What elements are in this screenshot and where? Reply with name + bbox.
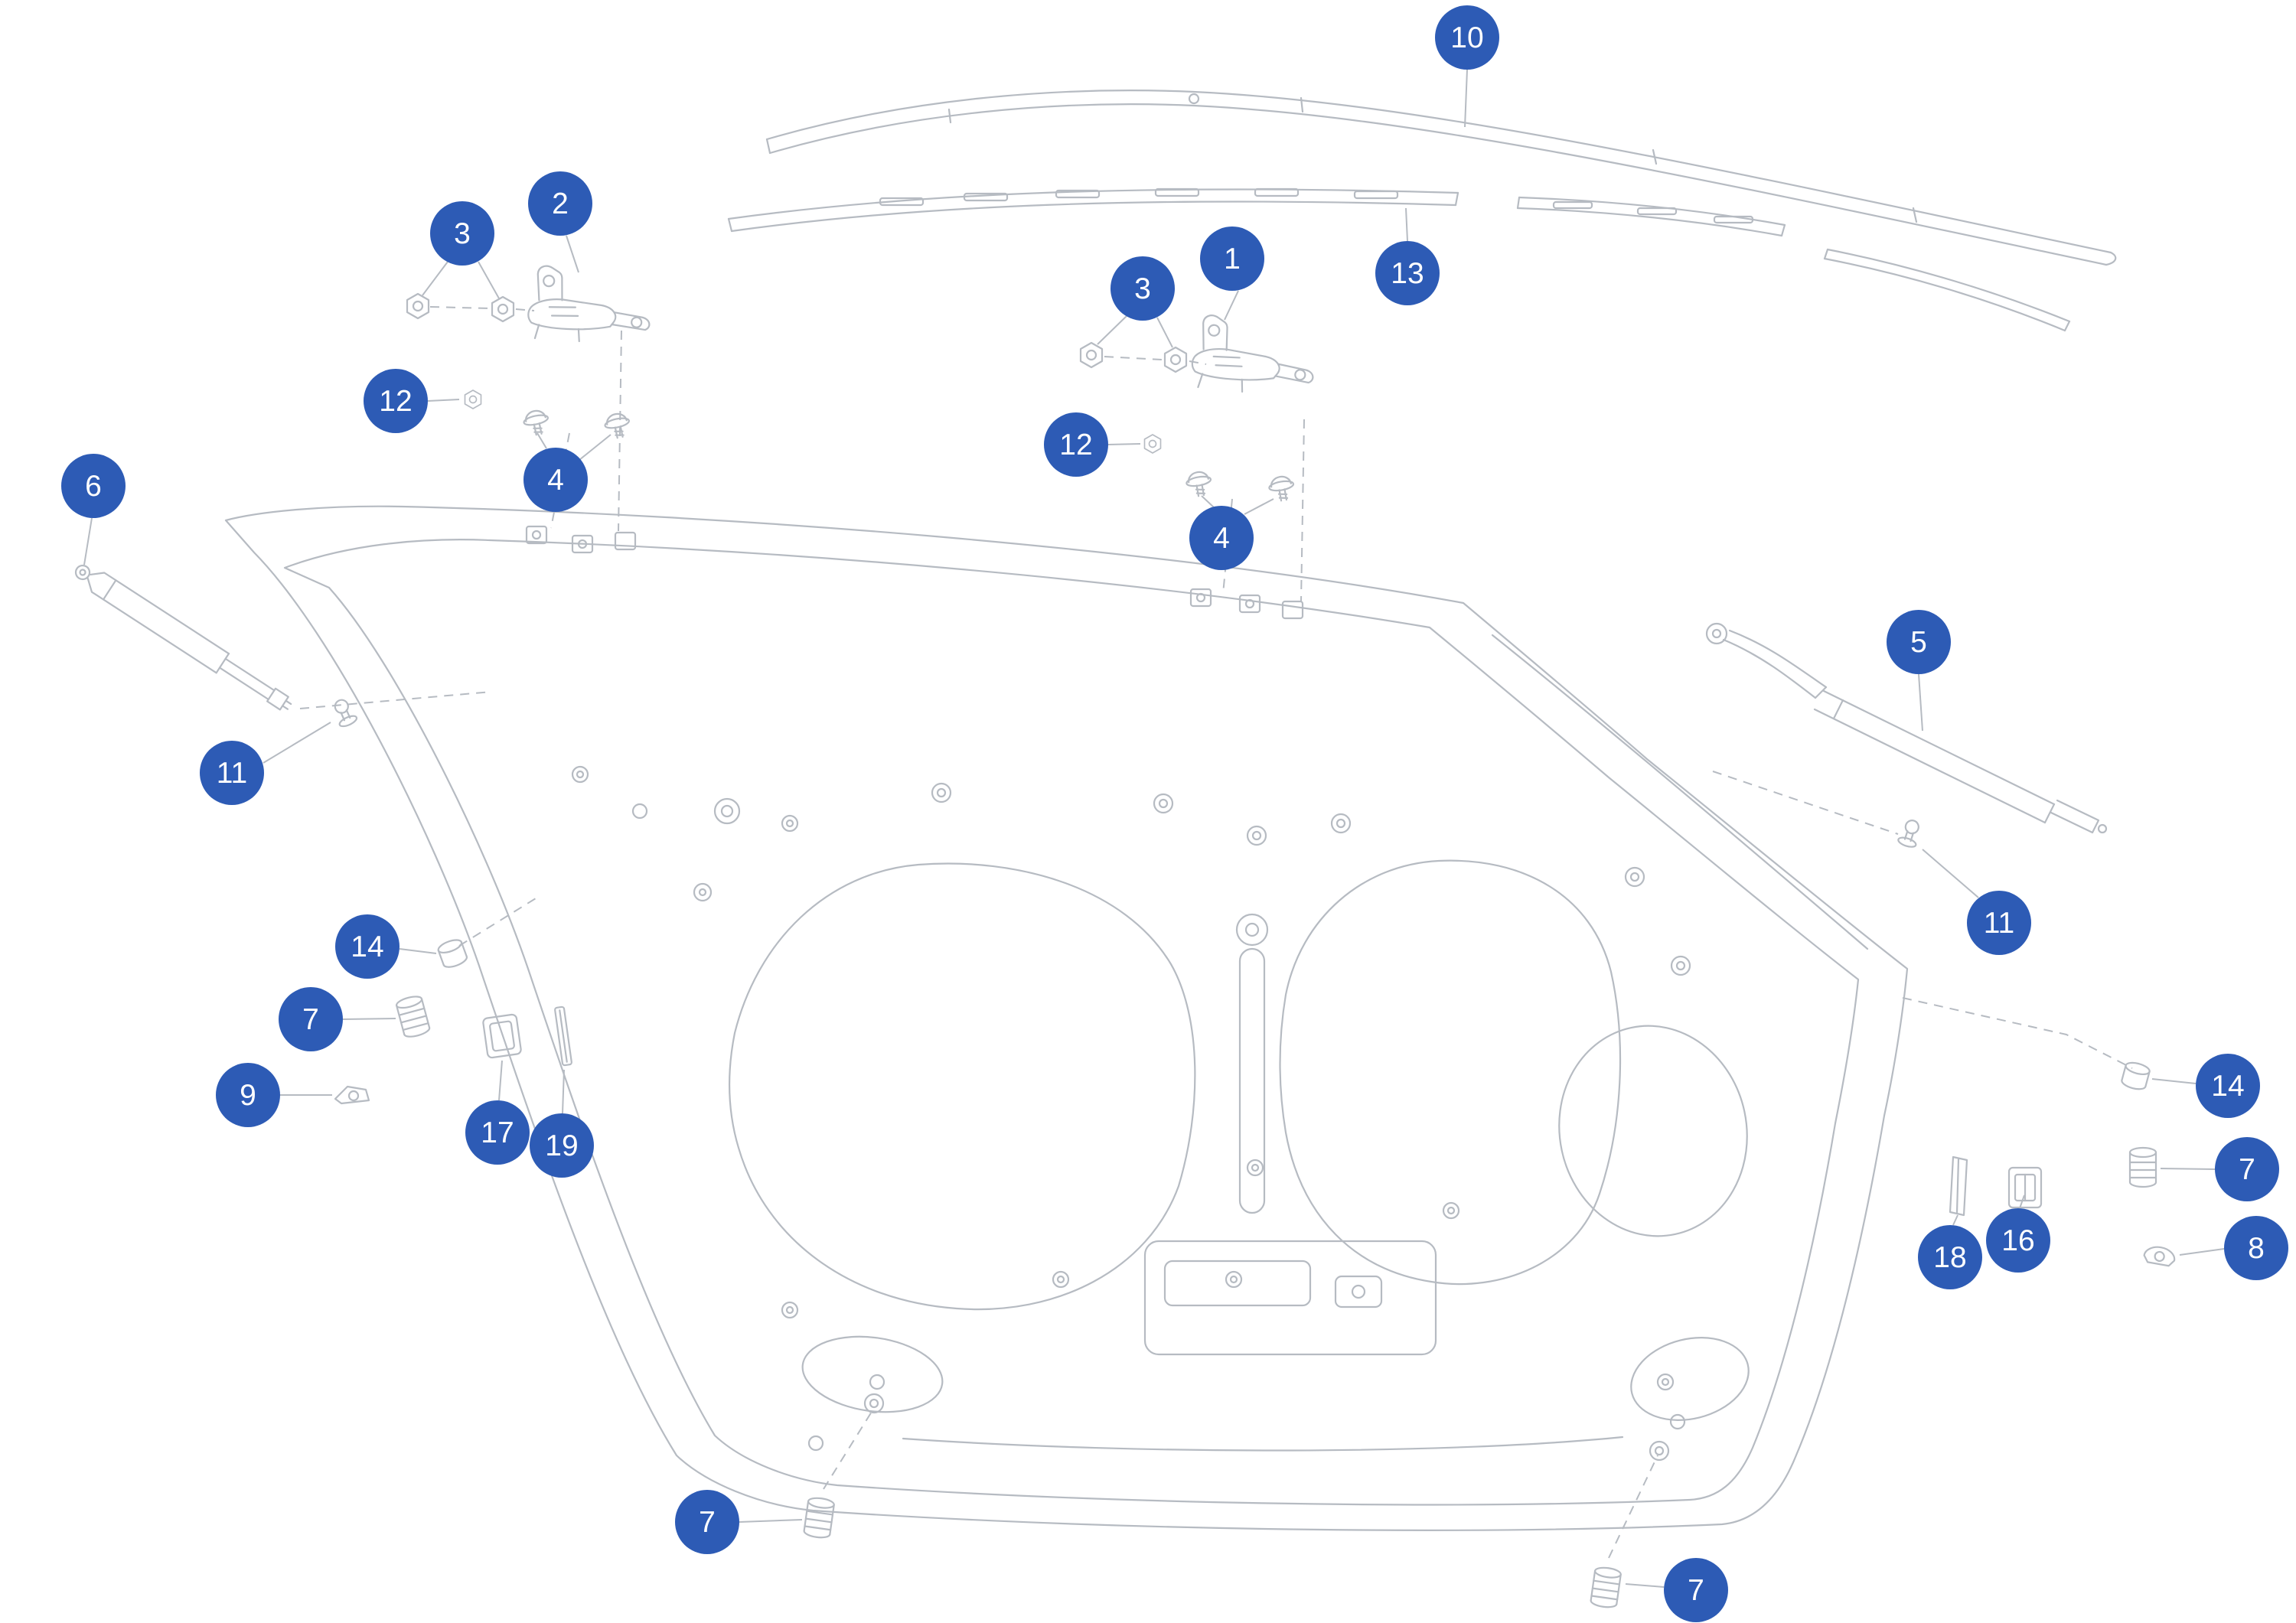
plate-left bbox=[482, 1013, 522, 1059]
callout-badge-18-22[interactable]: 18 bbox=[1918, 1225, 1982, 1289]
strip-left bbox=[554, 1005, 572, 1067]
part-number-label: 16 bbox=[2001, 1224, 2035, 1257]
wedge-right bbox=[1949, 1155, 1968, 1217]
part-number-label: 6 bbox=[85, 469, 102, 503]
gas-strut-left bbox=[74, 564, 292, 711]
part-number-label: 11 bbox=[216, 756, 248, 790]
callout-badge-12-6[interactable]: 12 bbox=[364, 369, 428, 433]
liftgate-panel bbox=[224, 505, 1909, 1531]
callout-badge-17-17[interactable]: 17 bbox=[465, 1100, 530, 1165]
part-number-label: 10 bbox=[1450, 21, 1484, 54]
callout-badge-1-3[interactable]: 1 bbox=[1200, 227, 1264, 291]
callout-badge-7-20[interactable]: 7 bbox=[2215, 1137, 2279, 1201]
callout-badge-4-7[interactable]: 4 bbox=[523, 448, 588, 512]
part-number-label: 8 bbox=[2248, 1231, 2265, 1265]
part-number-label: 7 bbox=[2239, 1152, 2255, 1186]
part-number-label: 7 bbox=[1688, 1573, 1704, 1607]
part-number-label: 18 bbox=[1933, 1240, 1967, 1274]
callout-badge-12-8[interactable]: 12 bbox=[1044, 412, 1108, 477]
part-number-label: 12 bbox=[1059, 428, 1093, 461]
callout-badge-11-12[interactable]: 11 bbox=[200, 741, 264, 805]
callout-badge-7-15[interactable]: 7 bbox=[279, 987, 343, 1051]
part-number-label: 14 bbox=[351, 930, 384, 963]
part-number-label: 7 bbox=[699, 1505, 716, 1539]
clip-right bbox=[2143, 1246, 2176, 1267]
part-number-label: 7 bbox=[302, 1002, 319, 1036]
callout-badge-16-21[interactable]: 16 bbox=[1986, 1208, 2050, 1273]
callout-badge-10-0[interactable]: 10 bbox=[1435, 5, 1499, 70]
grommet-right bbox=[2007, 1166, 2043, 1209]
part-number-label: 12 bbox=[379, 384, 413, 418]
dashed-reference-lines bbox=[299, 306, 2133, 1559]
roof-applique-strip bbox=[765, 90, 2117, 266]
part-number-label: 14 bbox=[2211, 1069, 2245, 1103]
part-number-label: 3 bbox=[1134, 272, 1151, 305]
part-number-label: 4 bbox=[1213, 521, 1230, 555]
callout-badge-14-14[interactable]: 14 bbox=[335, 914, 400, 979]
part-number-label: 2 bbox=[552, 187, 569, 220]
part-number-label: 13 bbox=[1391, 256, 1424, 290]
part-number-label: 1 bbox=[1224, 242, 1241, 275]
callout-badge-3-4[interactable]: 3 bbox=[1110, 256, 1175, 321]
part-number-label: 11 bbox=[1983, 906, 2015, 940]
part-number-label: 4 bbox=[547, 463, 564, 497]
callout-badge-7-24[interactable]: 7 bbox=[675, 1490, 739, 1554]
callout-badge-5-11[interactable]: 5 bbox=[1887, 610, 1951, 674]
callout-badge-2-1[interactable]: 2 bbox=[528, 171, 592, 236]
callout-badge-9-16[interactable]: 9 bbox=[216, 1063, 280, 1127]
callout-badge-11-13[interactable]: 11 bbox=[1967, 891, 2031, 955]
clip-left bbox=[334, 1085, 370, 1105]
part-number-label: 5 bbox=[1910, 625, 1927, 659]
callout-badge-19-18[interactable]: 19 bbox=[530, 1113, 594, 1178]
segmented-trim-strip bbox=[727, 187, 2071, 332]
part-number-label: 9 bbox=[240, 1078, 256, 1112]
callout-leader-lines bbox=[83, 69, 2225, 1588]
callout-badge-6-9[interactable]: 6 bbox=[61, 454, 126, 518]
callout-badge-13-5[interactable]: 13 bbox=[1375, 241, 1440, 305]
callout-badge-7-25[interactable]: 7 bbox=[1664, 1558, 1728, 1622]
callout-badge-4-10[interactable]: 4 bbox=[1189, 506, 1254, 570]
callout-badge-14-19[interactable]: 14 bbox=[2196, 1054, 2260, 1118]
part-number-label: 19 bbox=[545, 1129, 579, 1162]
part-number-label: 3 bbox=[454, 217, 471, 250]
callout-badge-3-2[interactable]: 3 bbox=[430, 201, 494, 266]
callout-badge-8-23[interactable]: 8 bbox=[2224, 1216, 2288, 1280]
line-art-group bbox=[74, 90, 2176, 1610]
part-number-label: 17 bbox=[481, 1116, 514, 1149]
gas-strut-right bbox=[1705, 622, 2108, 834]
